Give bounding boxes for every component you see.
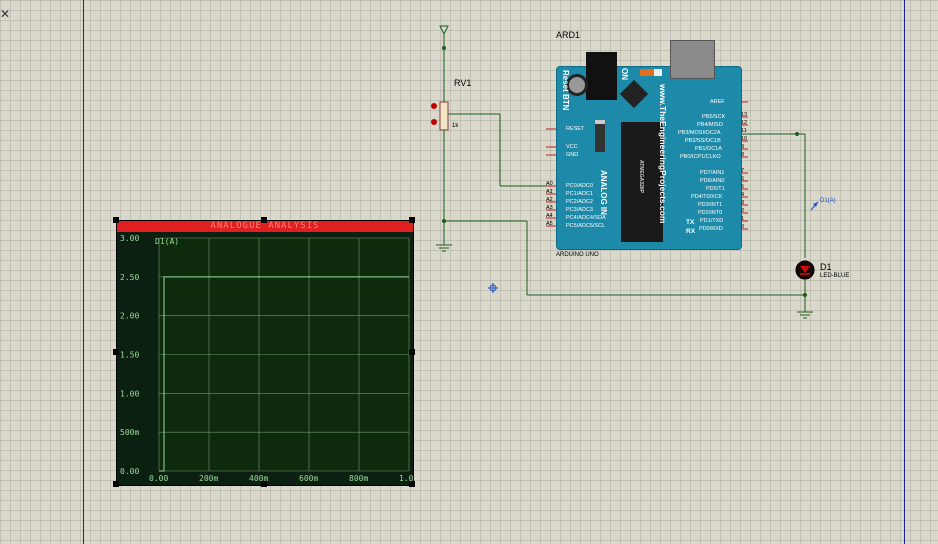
y-tick-label: 0.00 (120, 467, 139, 476)
analog-pin-num: A5 (546, 221, 553, 227)
digital-pin-num: 12 (741, 120, 748, 126)
sheet-border-right (904, 0, 905, 544)
sheet-border-left (83, 0, 84, 544)
x-tick-label: 800m (349, 474, 368, 483)
board-diode (595, 120, 605, 152)
analog-pin-label[interactable]: PC3/ADC3 (566, 207, 593, 213)
digital-pin-num: 2 (741, 208, 745, 214)
analog-pin-label[interactable]: PC5/ADC5/SCL (566, 223, 606, 229)
digital-pin-num: 11 (741, 128, 747, 134)
chip-label: ATMEGA328P (638, 160, 644, 193)
y-tick-label: 2.50 (120, 273, 139, 282)
power-terminal-icon (439, 25, 449, 36)
resize-handle[interactable] (261, 481, 267, 487)
reset-label: Reset BTN (561, 70, 570, 111)
digital-pin-label[interactable]: PD2/INT0 (698, 210, 723, 216)
analog-pin-num: A2 (546, 197, 553, 203)
power-jack (586, 52, 617, 100)
graph-title[interactable]: ANALOGUE ANALYSIS (117, 221, 413, 232)
analog-pin-num: A4 (546, 213, 553, 219)
digital-pin-label[interactable]: PD4/T0/XCK (691, 194, 723, 200)
y-tick-label: 500m (120, 428, 139, 437)
x-tick-label: 400m (249, 474, 268, 483)
digital-pin-num: 1 (741, 216, 745, 222)
trace-label: D1(A) (155, 237, 179, 246)
brand-label: www.TheEngineeringProjects.com (658, 84, 668, 224)
analog-pin-label[interactable]: PC0/ADC0 (566, 183, 593, 189)
digital-pin-label[interactable]: PB5/SCK (702, 114, 726, 120)
digital-pin-num: 4 (741, 192, 745, 198)
digital-pin-num: 6 (741, 176, 745, 182)
pin-label-gnd: GND (566, 152, 579, 158)
y-tick-label: 1.50 (120, 351, 139, 360)
resize-handle[interactable] (113, 349, 119, 355)
potentiometer-ref: RV1 (454, 78, 472, 88)
digital-pin-label[interactable]: PB3/MOSI/OC2A (678, 130, 721, 136)
digital-pin-num: 3 (741, 200, 745, 206)
pin-label-vcc: VCC (566, 144, 578, 150)
power-led-lens (654, 69, 662, 76)
digital-pin-label[interactable]: PD5/T1 (706, 186, 725, 192)
led-ref: D1 (820, 262, 832, 272)
close-x-icon[interactable]: ✕ (0, 7, 11, 21)
digital-pin-label[interactable]: PD3/INT1 (698, 202, 723, 208)
y-tick-label: 1.00 (120, 389, 139, 398)
y-tick-label: 3.00 (120, 234, 139, 243)
reset-button[interactable] (566, 74, 588, 96)
analog-pin-label[interactable]: PC2/ADC2 (566, 199, 593, 205)
analog-pin-num: A3 (546, 205, 553, 211)
analog-pin-label[interactable]: PC4/ADC4/SDA (566, 215, 606, 221)
x-tick-label: 600m (299, 474, 318, 483)
potentiometer-body (439, 101, 449, 131)
power-led (640, 69, 654, 76)
x-tick-label: 0.00 (149, 474, 168, 483)
usb-port (670, 40, 715, 79)
digital-pin-label[interactable]: PB1/OC1A (695, 146, 722, 152)
microcontroller-chip (621, 122, 663, 242)
digital-pin-label[interactable]: PB2/SS/OC1B (685, 138, 721, 144)
resize-handle[interactable] (409, 481, 415, 487)
probe-label: D1(A) (820, 198, 836, 204)
digital-pin-num: 9 (741, 144, 745, 150)
analog-in-label: ANALOG IN (599, 170, 608, 215)
arduino-ref: ARD1 (556, 30, 581, 40)
digital-pin-label[interactable]: PD7/AIN1 (700, 170, 725, 176)
graph-plot-area: 3.00 2.50 2.00 1.50 1.00 500m 0.00 0.00 200m 400m… (120, 234, 413, 483)
digital-pin-label[interactable]: PD6/AIN0 (700, 178, 725, 184)
digital-pin-label[interactable]: AREF (710, 99, 725, 105)
y-tick-label: 2.00 (120, 312, 139, 321)
tx-label: TX (686, 219, 695, 226)
rx-label: RX (686, 228, 696, 235)
digital-pin-num: 7 (741, 168, 745, 174)
resize-handle[interactable] (113, 481, 119, 487)
led-type: LED-BLUE (820, 273, 850, 279)
resize-handle[interactable] (409, 217, 415, 223)
analog-pin-label[interactable]: PC1/ADC1 (566, 191, 593, 197)
digital-pin-num: 13 (741, 112, 748, 118)
resize-handle[interactable] (113, 217, 119, 223)
digital-pin-label[interactable]: PB0/ICP1/CLKO (680, 154, 721, 160)
analog-pin-num: A1 (546, 189, 553, 195)
digital-pin-num: 8 (741, 152, 745, 158)
digital-pin-num: 5 (741, 184, 745, 190)
digital-pin-num: 0 (741, 224, 745, 230)
digital-pin-label[interactable]: PD0/RXD (699, 226, 723, 232)
on-label: ON (620, 68, 629, 80)
pin-label-reset: RESET (566, 126, 585, 132)
digital-pin-label[interactable]: PB4/MISO (697, 122, 723, 128)
digital-pin-num: 10 (741, 136, 748, 142)
analogue-analysis-graph[interactable]: ANALOGUE ANALYSIS 3.00 2.50 2.00 1.50 1.00 50… (116, 220, 414, 486)
digital-pin-label[interactable]: PD1/TXD (700, 218, 724, 224)
analog-pin-num: A0 (546, 181, 553, 187)
x-tick-label: 1.00 (399, 474, 413, 483)
resize-handle[interactable] (261, 217, 267, 223)
x-tick-label: 200m (199, 474, 218, 483)
resize-handle[interactable] (409, 349, 415, 355)
series-line (159, 276, 409, 472)
arduino-model: ARDUINO UNO (556, 252, 599, 258)
potentiometer-value: 1k (452, 123, 459, 129)
